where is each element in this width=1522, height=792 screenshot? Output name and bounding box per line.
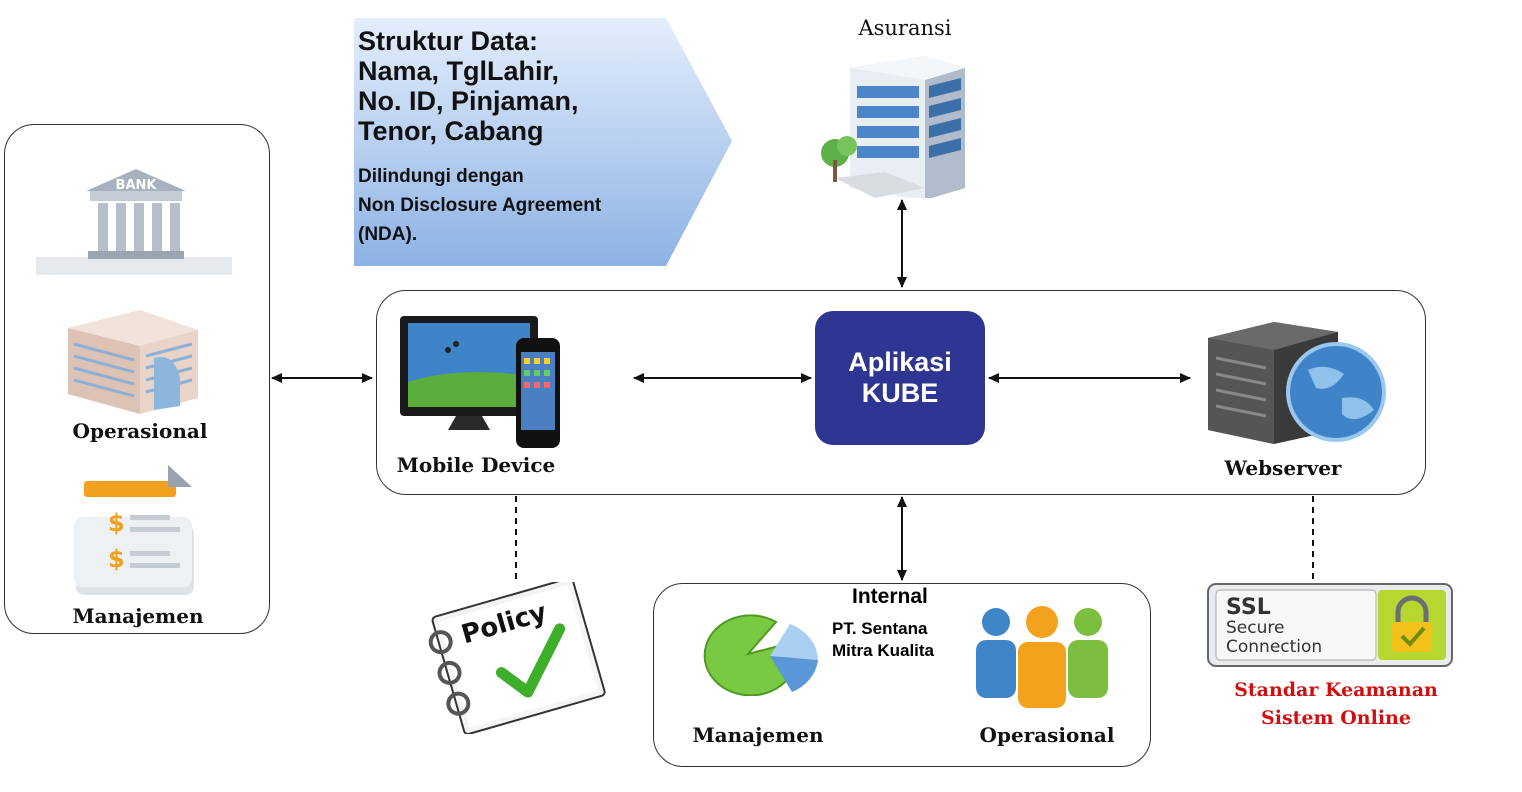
internal-title: Internal xyxy=(852,585,928,608)
ssl-badge-line: SSL xyxy=(1226,595,1271,620)
kube-application-box: Aplikasi KUBE xyxy=(815,311,985,445)
pie-chart-icon xyxy=(703,614,818,696)
ssl-badge-line: Connection xyxy=(1226,637,1322,657)
mobile-device-icon xyxy=(400,316,560,448)
app-name-line: KUBE xyxy=(861,378,939,408)
asuransi-label: Asuransi xyxy=(858,16,952,40)
people-group-icon xyxy=(976,606,1108,708)
insurance-building-icon xyxy=(821,56,965,198)
ssl-caption: Standar Keamanan Sistem Online xyxy=(1208,676,1464,732)
ssl-badge-line: Secure xyxy=(1226,618,1284,638)
left-operasional-label: Operasional xyxy=(72,419,208,443)
banner-title-line: No. ID, Pinjaman, xyxy=(358,86,579,116)
ssl-secure-badge: SSL Secure Connection xyxy=(1207,583,1453,667)
ssl-caption-line: Standar Keamanan xyxy=(1234,679,1438,701)
bank-building-icon: BANK xyxy=(36,169,232,275)
internal-manajemen-label: Manajemen xyxy=(692,723,824,747)
finance-document-icon: $ $ xyxy=(74,465,194,595)
svg-text:$: $ xyxy=(108,509,125,537)
company-name: PT. Sentana Mitra Kualita xyxy=(832,618,934,662)
company-name-line: Mitra Kualita xyxy=(832,641,935,660)
data-structure-banner xyxy=(354,18,732,266)
banner-title-line: Tenor, Cabang xyxy=(358,116,544,146)
policy-checklist-icon: Policy xyxy=(428,582,606,734)
banner-note-line: Non Disclosure Agreement xyxy=(358,195,602,216)
internal-operasional-label: Operasional xyxy=(979,723,1115,747)
banner-text: Struktur Data: Nama, TglLahir, No. ID, P… xyxy=(358,26,601,249)
mobile-device-label: Mobile Device xyxy=(396,453,556,477)
webserver-label: Webserver xyxy=(1224,456,1342,480)
ssl-caption-line: Sistem Online xyxy=(1261,707,1411,729)
banner-title-line: Nama, TglLahir, xyxy=(358,56,560,86)
app-name-line: Aplikasi xyxy=(848,347,952,377)
left-manajemen-label: Manajemen xyxy=(72,604,204,628)
banner-note-line: Dilindungi dengan xyxy=(358,166,524,187)
banner-note-line: (NDA). xyxy=(358,224,418,245)
svg-text:$: $ xyxy=(108,545,125,573)
bank-sign: BANK xyxy=(116,178,158,193)
webserver-icon xyxy=(1208,322,1386,444)
company-name-line: PT. Sentana xyxy=(832,619,928,638)
banner-title-line: Struktur Data: xyxy=(358,26,539,56)
office-building-icon xyxy=(68,310,198,414)
